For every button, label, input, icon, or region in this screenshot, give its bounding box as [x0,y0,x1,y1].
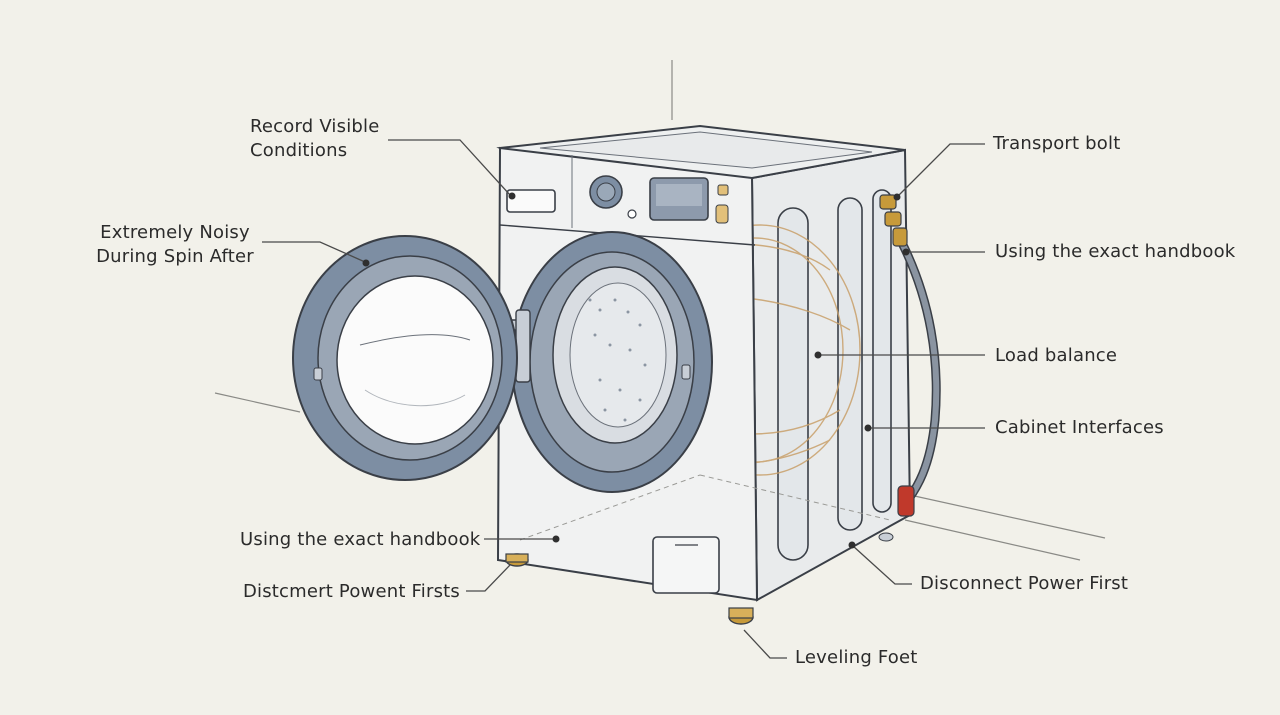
label-cabinet-interfaces: Cabinet Interfaces [995,417,1164,438]
leveling-feet [505,532,894,625]
label-transport-bolt: Transport bolt [993,133,1121,154]
label-record-visible-conditions: Record Visible Conditions [250,116,380,161]
transport-bolts [879,194,908,247]
label-load-balance: Load balance [995,345,1118,366]
service-panel [652,536,720,594]
label-extremely-noisy: Extremely Noisy During Spin After [96,222,254,267]
label-disconnect-power-firsts: Distcmert Powent Firsts [242,581,460,602]
label-using-exact-handbook-right: Using the exact handbook [995,241,1236,262]
label-disconnect-power-first: Disconnect Power First [920,573,1129,594]
door-opening [511,231,713,493]
inlet-hose [897,240,941,517]
label-leveling-foot: Leveling Foet [795,647,918,668]
base-dashed [519,474,891,541]
leader-lines [262,139,985,659]
room-lines [214,60,1106,561]
control-panel [506,175,729,224]
open-door [292,235,518,481]
label-using-exact-handbook-left: Using the exact handbook [240,529,481,550]
detergent-drawer [506,189,556,213]
